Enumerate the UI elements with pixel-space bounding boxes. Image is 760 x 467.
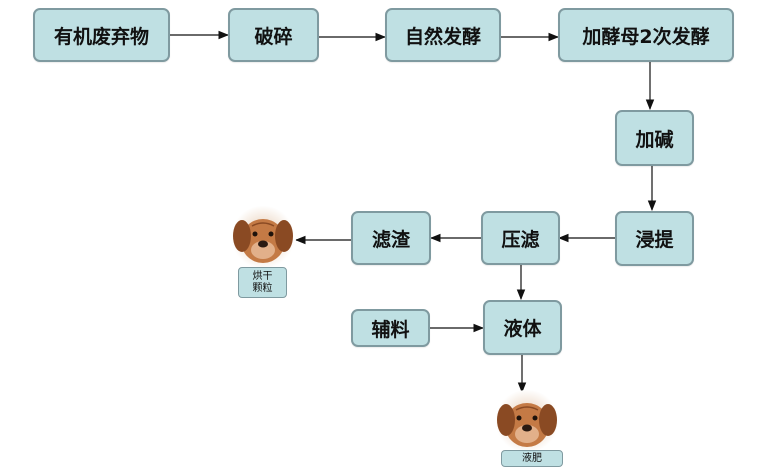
output-liquid-fertilizer-label: 液肥 xyxy=(501,450,563,467)
node-leach: 浸提 xyxy=(615,211,694,266)
node-add-alkali: 加碱 xyxy=(615,110,694,166)
node-natural-ferment: 自然发酵 xyxy=(385,8,501,62)
dog-photo-icon xyxy=(233,219,293,263)
node-liquid: 液体 xyxy=(483,300,562,355)
dog-photo-icon xyxy=(497,403,557,447)
output-granules-label: 烘干 颗粒 xyxy=(238,267,287,298)
node-crush: 破碎 xyxy=(228,8,319,62)
dog-image-liquid-fertilizer xyxy=(494,390,560,452)
node-residue: 滤渣 xyxy=(351,211,431,265)
node-press-filter: 压滤 xyxy=(481,211,560,265)
node-organic-waste: 有机废弃物 xyxy=(33,8,170,62)
dog-image-granules xyxy=(230,206,296,268)
node-enzyme-ferment: 加酵母2次发酵 xyxy=(558,8,734,62)
node-auxiliary: 辅料 xyxy=(351,309,430,347)
